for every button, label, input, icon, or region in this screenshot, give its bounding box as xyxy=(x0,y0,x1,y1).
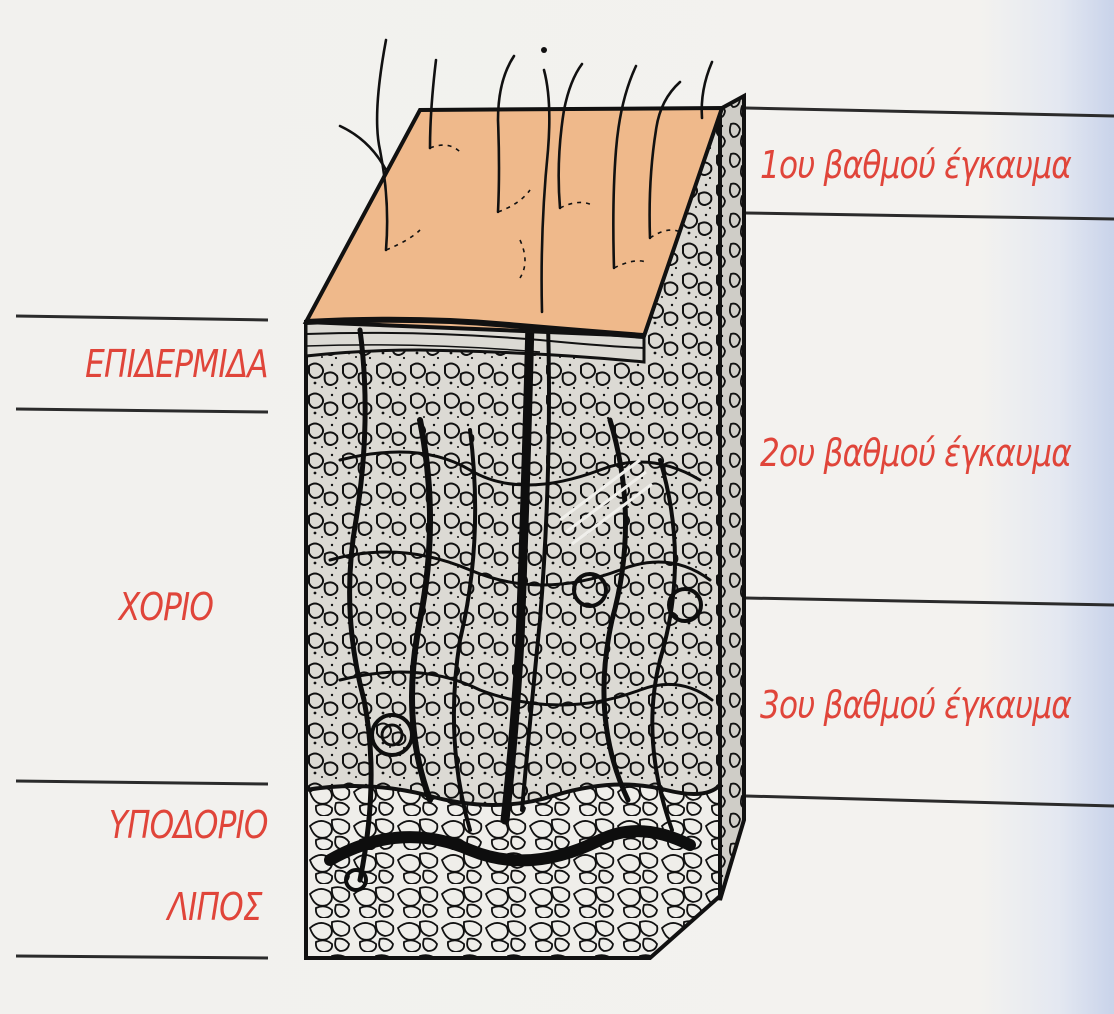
label-second-degree-burn: 2ου βαθμού έγκαυμα xyxy=(760,434,1071,472)
hair-dot xyxy=(541,47,547,53)
left-divider-lines xyxy=(16,316,268,958)
label-dermis: ΧΟΡΙΟ xyxy=(84,588,248,626)
label-subcutaneous-line2: ΛΙΠΟΣ xyxy=(168,888,262,926)
label-subcutaneous-line1: ΥΠΟΔΟΡΙΟ xyxy=(109,806,268,844)
label-third-degree-burn: 3ου βαθμού έγκαυμα xyxy=(760,686,1071,724)
label-epidermis: ΕΠΙΔΕΡΜΙΔΑ xyxy=(85,345,268,383)
label-first-degree-burn: 1ου βαθμού έγκαυμα xyxy=(760,146,1071,184)
